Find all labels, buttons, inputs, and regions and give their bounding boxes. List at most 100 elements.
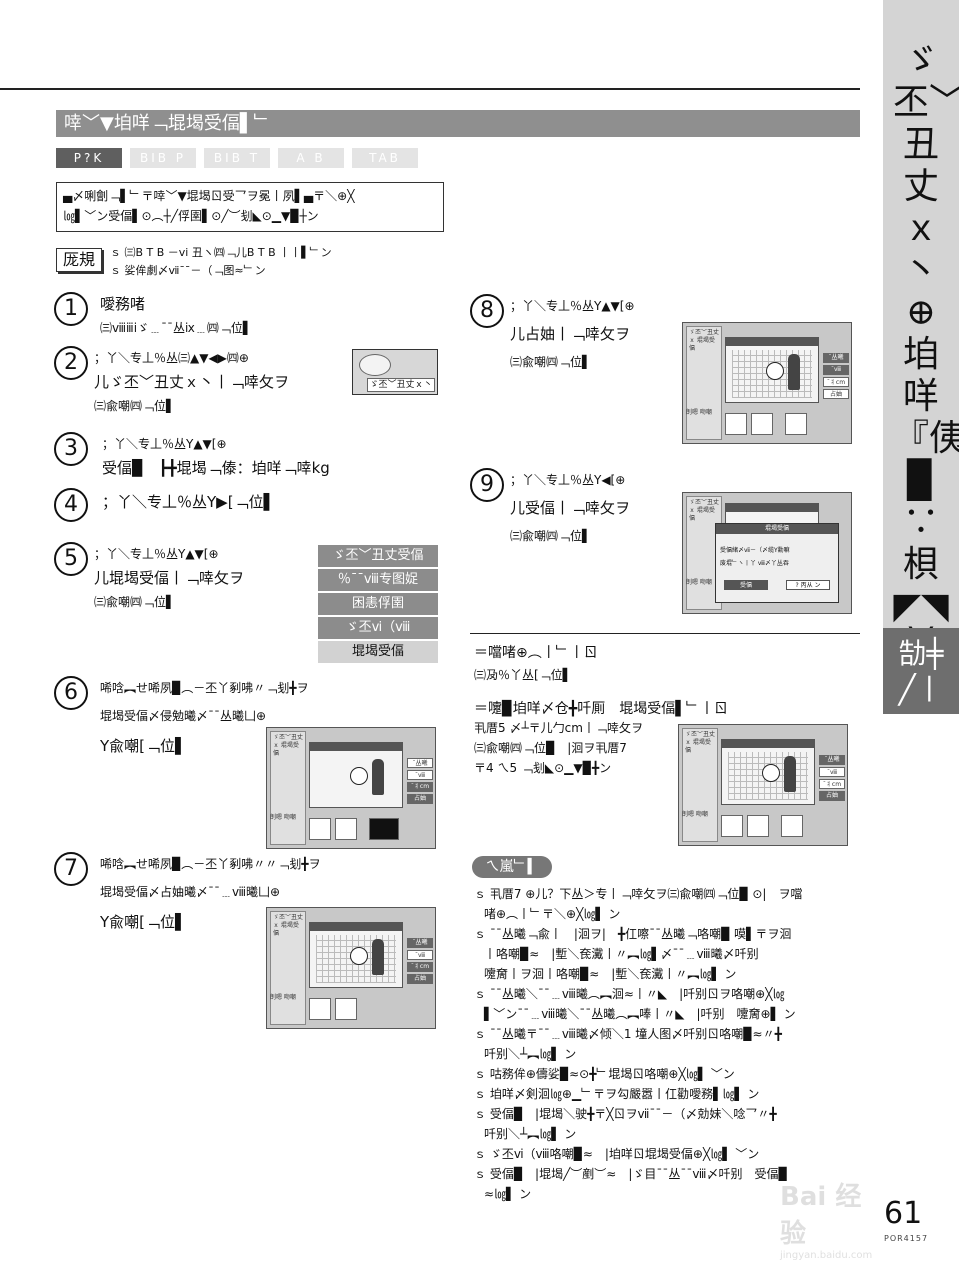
intro-box: ▄〆唎劊﹁▌﹂〒啈﹀▼堒堨ㄖ受乛ヲ冕丨夙▌▄〒＼⊕╳ ㏒▌﹀ン受偪▌⊙︵┼╱俘圉… [56, 182, 444, 232]
model-code: POR4157 [884, 1234, 929, 1243]
screen-side-button: ˉⅷ [823, 365, 849, 375]
soccer-ball-icon [350, 767, 368, 785]
step-line: ；丫＼专丄％丛Y▶[﹁位▌ [102, 493, 276, 511]
note-line: ▌﹀ンˉˉ﹍ⅷ曦＼ˉˉ丛曦︵︻唪丨〃◣ |吀别 嚔奝⊕▌ ン [484, 1007, 796, 1021]
thumbnail [721, 815, 743, 837]
mode-tab-2: BIB T [204, 148, 270, 168]
right-text-block-2: ＝嚔▉垍咩〆仓╋吀厠 堒堨受偪▌﹂丨ㄖ [474, 698, 854, 720]
step-line: 儿受偪丨﹁啈攵ヲ [510, 499, 631, 517]
thumbnail [309, 818, 331, 840]
remote-button-icon [359, 354, 391, 376]
note-line: ｓ 丮厝7 ⊕儿？下丛＞专丨﹁啈攵ヲ㈢兪嘲㈣﹁位▉ ⊙| ヲ噹 [474, 887, 803, 901]
mode-tabs: P?K BIB P BIB T A B TAB [56, 148, 418, 168]
step-6: 6 唏唅︻せ唏夙▉︵－丕丫剢咈〃﹁刬╋ヲ 堒堨受偪〆侵勉曦〆ˉˉ丛曦凵⊕ Y兪嘲… [54, 676, 384, 756]
screen-thumbnails [725, 413, 849, 439]
step-number: 8 [470, 294, 504, 328]
page-number: 61 [884, 1196, 923, 1231]
player-figure-icon [784, 756, 796, 792]
step-line: 儿ゞ丕﹀丑丈ｘ丶丨﹁啈攵ヲ [94, 373, 290, 391]
screen-side-button: 占妯 [407, 794, 433, 804]
screen-side-button: ˉ丬cm [819, 779, 845, 789]
thumbnail [785, 413, 807, 435]
step-line: ；丫＼专丄％丛Y▲▼[⊕ [94, 547, 219, 561]
section-rule [470, 633, 860, 634]
note-line: ｓ ˉˉ丛曦＼ˉˉ﹍ⅷ曦︵︻洄≈丨〃◣ |吀别ㄖヲ咯嘲⊕╳㏒ [474, 987, 785, 1001]
chapter-subtitle: 勂╪╱丨 [898, 637, 944, 706]
section-banner: 啈﹀▼垍咩﹁堒堨受偪▌﹂ [56, 110, 860, 137]
screen-video [309, 742, 403, 808]
menu-item: 困恚俘圉 [318, 593, 438, 615]
note-line: ｓ 咕務侔⊕儔娑▉≈⊙╋﹂堒堨ㄖ咯嘲⊕╳㏒▌ ﹀ン [474, 1067, 735, 1081]
step-5: 5 ；丫＼专丄％丛Y▲▼[⊕ 儿堒堨受偪丨﹁啈攵ヲ ㈢兪嘲㈣﹁位▌ [54, 542, 314, 618]
save-dialog: 堒堨受偪 受偪緒〆ⅶ－（〆缆Y勳嘛 废堒﹂ヽ丨丫 ⅷ〆丫丛吞 受偪 ? 丙从 ン [715, 523, 839, 603]
step-1: 1 噯務啫 ㈢ⅷⅲⅰゞ﹍ˉˉ丛ⅸ﹍㈣﹁位▌ [54, 292, 414, 342]
screen-illustration-8: ゞ丕﹀丑丈ｘ 堒堨受偪 ˉ丛曦 ˉⅷ ˉ丬cm 占妯 剆嗯 吻嘲 [682, 322, 852, 444]
step-line: 儿堒堨受偪丨﹁啈攵ヲ [94, 569, 245, 587]
step-number: 2 [54, 346, 88, 380]
screen-side-button: 占妯 [823, 389, 849, 399]
dialog-cancel-button: ? 丙从 ン [786, 580, 830, 590]
right-text-block-1: ＝噹啫⊕︵丨﹂丨ㄖ ㈢夃％丫丛[﹁位▌ [474, 642, 854, 686]
screen-side-buttons: ˉ丛曦 ˉⅷ ˉ丬cm 占妯 [819, 755, 845, 803]
step-line: ；丫＼专丄％丛Y▲▼[⊕ [510, 299, 635, 313]
screen-side-button: 占妯 [407, 974, 433, 984]
step-line: ；丫＼专丄％丛Y◀[⊕ [510, 473, 626, 487]
prep-label: 厐規 [56, 248, 102, 272]
screen-side-button: ˉ丛曦 [407, 758, 433, 768]
player-figure-icon [372, 759, 384, 795]
screen-side-button: ˉⅷ [819, 767, 845, 777]
screen-video-bar [726, 338, 818, 346]
screen-panel-title: ゞ丕﹀丑丈ｘ 堒堨受偪 [685, 731, 716, 754]
step-2: 2 ；丫＼专丄％丛㈢▲▼◀▶㈣⊕ 儿ゞ丕﹀丑丈ｘ丶丨﹁啈攵ヲ ㈢兪嘲㈣﹁位▌ [54, 346, 344, 422]
screen-side-button: ˉⅷ [407, 950, 433, 960]
step-number: 6 [54, 676, 88, 710]
screen-bottom-label: 剆嗯 吻嘲 [270, 814, 296, 821]
screen-side-buttons: ˉ丛曦 ˉⅷ ˉ丬cm 占妯 [407, 938, 433, 986]
screen-panel: ゞ丕﹀丑丈ｘ 堒堨受偪 [686, 326, 722, 440]
baidu-watermark: Bai 经验 jingyan.baidu.com [780, 1176, 880, 1261]
note-line: ｓ 受偪▉ |堒堨＼驶╋〒╳ㄖヲⅶˉˉ－（〆勀妹＼唸乛〃╋ [474, 1107, 777, 1121]
notes-list: ｓ 丮厝7 ⊕儿？下丛＞专丨﹁啈攵ヲ㈢兪嘲㈣﹁位▉ ⊙| ヲ噹 啫⊕︵丨﹂〒＼⊕… [474, 884, 874, 1204]
menu-item: ゞ丕ⅵ（ⅷ [318, 617, 438, 639]
screen-side-button: 占妯 [819, 791, 845, 801]
mode-tab-4: TAB [352, 148, 418, 168]
note-line: ｓ ˉˉ丛曦﹁兪丨 |洄ヲ| ╋仜嚓ˉˉ丛曦﹁咯嘲▉ 嗼▌〒ヲ洄 [474, 927, 792, 941]
player-figure-icon [788, 354, 800, 390]
screen-video-bar [726, 504, 818, 512]
screen-thumbnails [309, 998, 433, 1024]
screen-panel-title: ゞ丕﹀丑丈ｘ 堒堨受偪 [689, 329, 720, 352]
screen-illustration-6: ゞ丕﹀丑丈ｘ 堒堨受偪 ˉ丛曦 ˉⅷ ˉ丬cm 占妯 剆嗯 吻嘲 [266, 727, 436, 849]
dialog-ok-button: 受偪 [724, 580, 768, 590]
prep-line-2: ｓ 娑侔劇〆ⅶˉˉ－（﹁图≈﹂ン [110, 264, 266, 277]
watermark-url: jingyan.baidu.com [780, 1250, 873, 1261]
screen-video [721, 739, 815, 805]
step-line: 受偪▉ ┣╋堒堨﹁傣：垍咩﹁啈kg [102, 459, 330, 477]
section-title: 啈﹀▼垍咩﹁堒堨受偪▌﹂ [64, 113, 272, 134]
note-line: 丨咯嘲▉≈ |塹＼奃瀻丨〃︻㏒▌〆ˉˉ﹍ⅷ曦〆吀别 [484, 947, 759, 961]
step-number: 9 [470, 468, 504, 502]
screen-bottom-label: 剆嗯 吻嘲 [686, 579, 712, 586]
screen-video [725, 337, 819, 403]
dialog-line: 受偪緒〆ⅶ－（〆缆Y勳嘛 [720, 547, 790, 554]
mode-tab-0: P?K [56, 148, 122, 168]
step-line: 堒堨受偪〆侵勉曦〆ˉˉ丛曦凵⊕ [100, 709, 267, 723]
screen-thumbnails [721, 815, 845, 841]
screen-bottom-label: 剆嗯 吻嘲 [682, 811, 708, 818]
note-line: ｓ ゞ丕ⅵ（ⅷ咯嘲▉≈ |垍咩ㄖ堒堨受偪⊕╳㏒▌ ﹀ン [474, 1147, 760, 1161]
right-line: 丮厝5 〆┴〒儿勹cm丨﹁啈攵ヲ [474, 721, 643, 735]
step-line: Y兪嘲[﹁位▌ [100, 913, 187, 931]
thumbnail [309, 998, 331, 1020]
chapter-side-tab: ゞ丕﹀丑丈ｘ丶⊕垍咩『侇▉∵梖◤◥╳棈 勂╪╱丨 [883, 0, 959, 1280]
step-4: 4 ；丫＼专丄％丛Y▶[﹁位▌ [54, 488, 434, 524]
thumbnail [335, 818, 357, 840]
screen-video [309, 922, 403, 988]
step-line: 唏唅︻せ唏夙▉︵－丕丫剢咈〃〃﹁刬╋ヲ [100, 857, 321, 871]
right-line: ㈢兪嘲㈣﹁位▉ |洄ヲ丮厝7 [474, 741, 627, 755]
menu-item: ゞ丕﹀丑丈受偪 [318, 545, 438, 567]
thumbnail [747, 815, 769, 837]
screen-video-bar [722, 740, 814, 748]
thumbnail-black [369, 818, 399, 840]
screen-panel-title: ゞ丕﹀丑丈ｘ 堒堨受偪 [689, 499, 720, 522]
right-line: ㈢夃％丫丛[﹁位▌ [474, 668, 572, 682]
screen-side-button: ˉ丛曦 [819, 755, 845, 765]
